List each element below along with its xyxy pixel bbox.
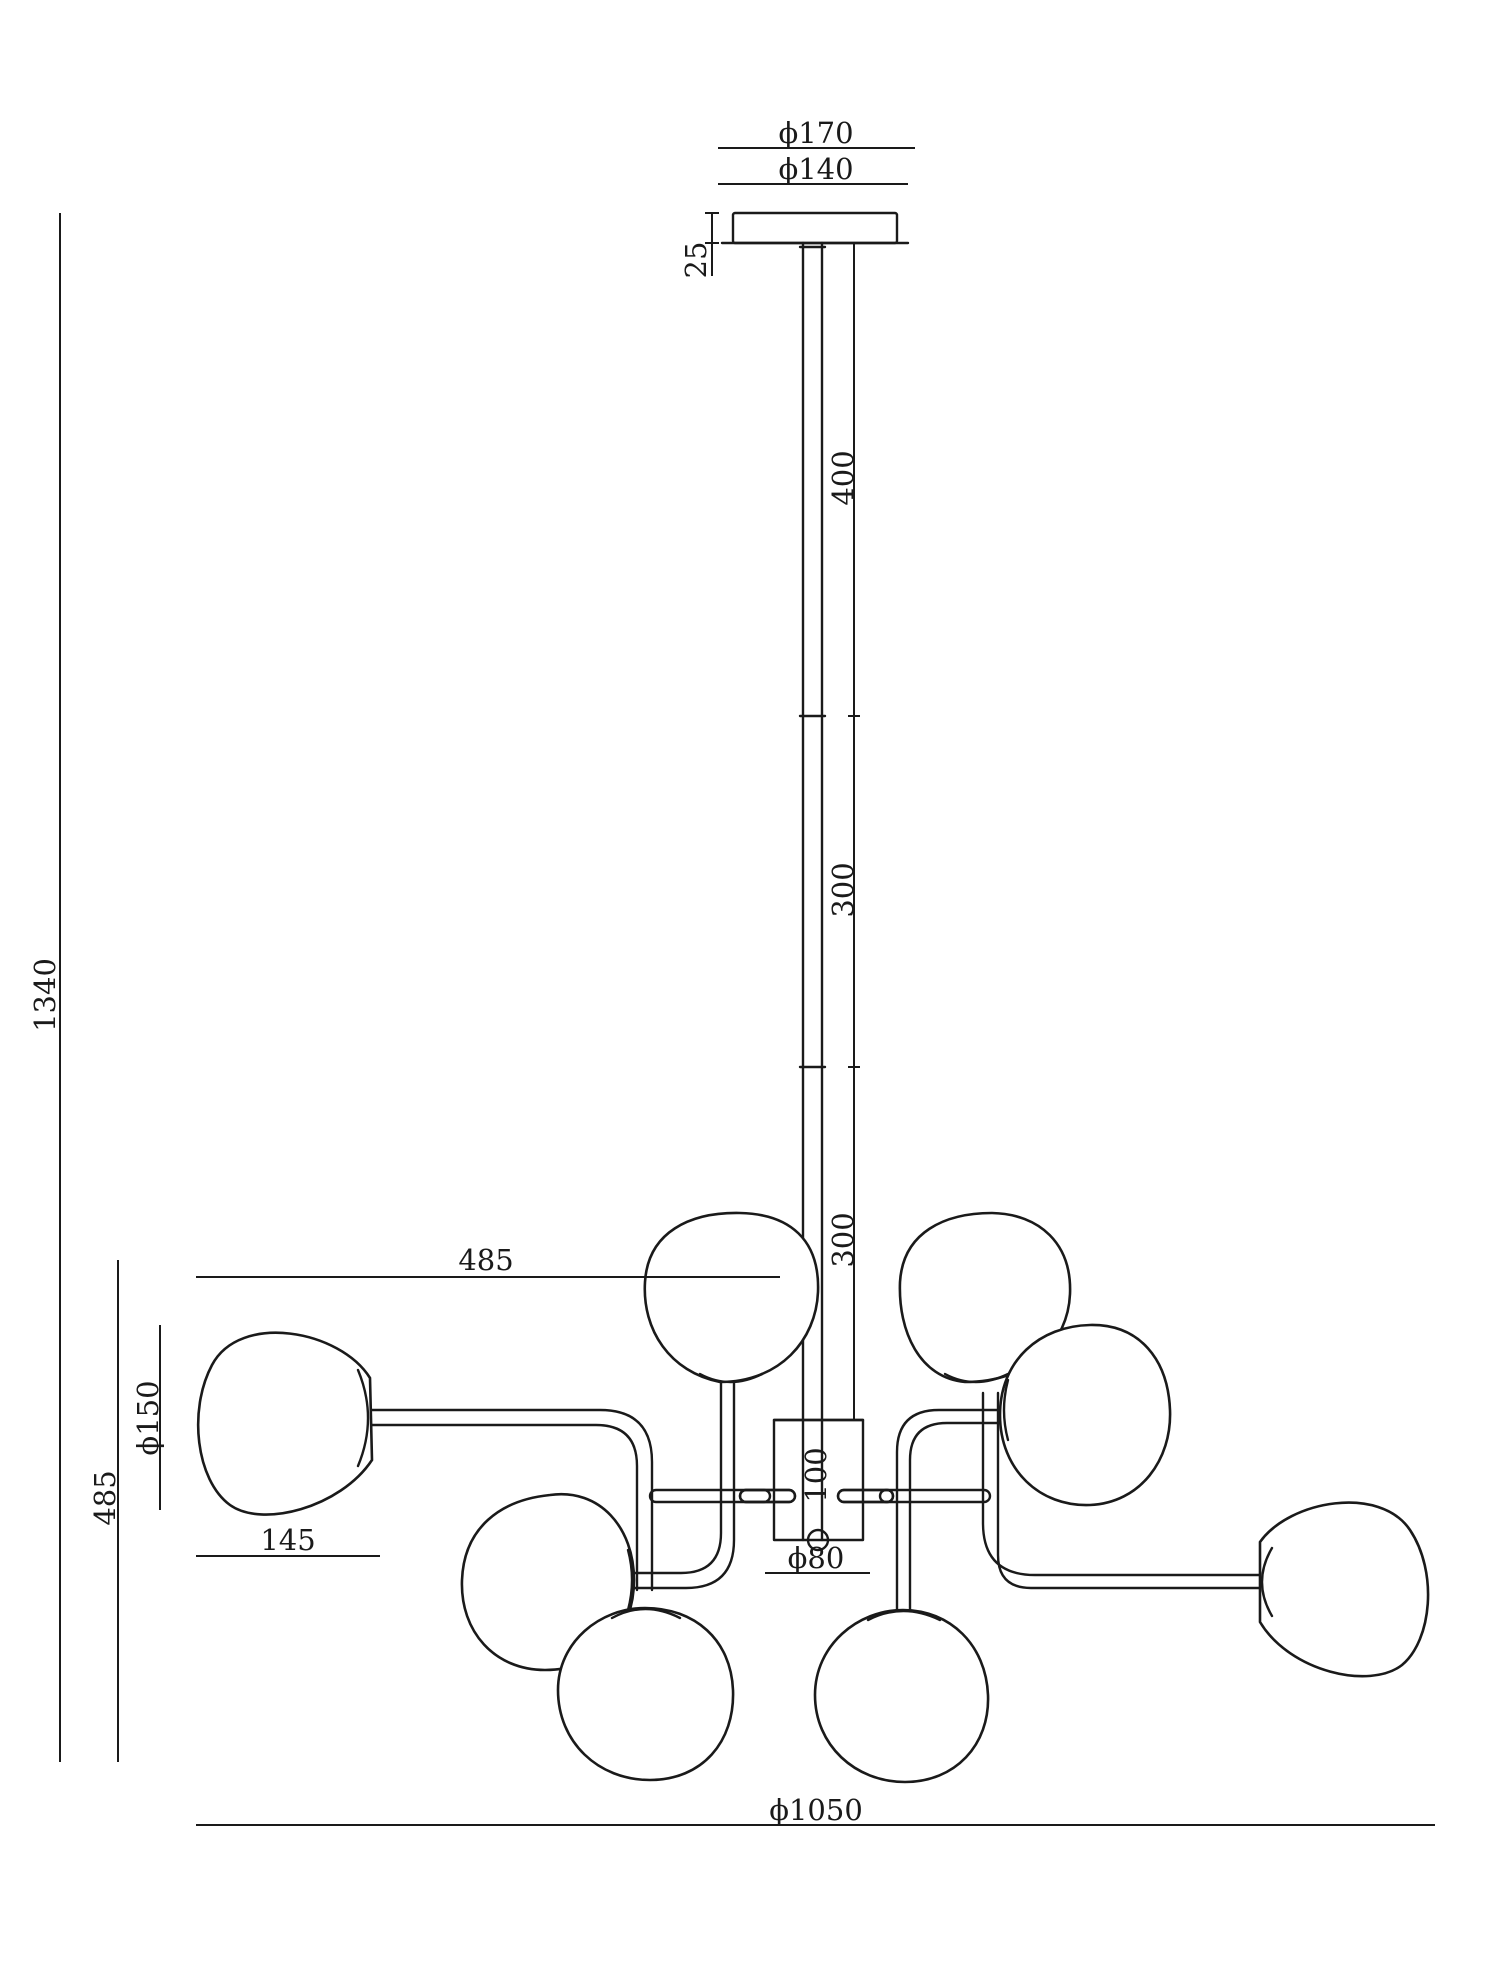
arm-reach-label: 485	[458, 1243, 513, 1277]
globe-top-center-left	[643, 1211, 820, 1384]
rod-lower-length-label: 300	[826, 1212, 860, 1267]
hub-height-label: 100	[799, 1447, 833, 1502]
overall-diameter-label: ϕ1050	[769, 1793, 863, 1827]
canopy-height-label: 25	[679, 242, 713, 279]
globe-far-right	[1258, 1501, 1430, 1678]
dimension-labels: ϕ170 ϕ140 25 400 300 300 1340 485 485 ϕ1…	[28, 116, 863, 1827]
globe-far-left	[196, 1331, 374, 1516]
glass-globes	[196, 1211, 1430, 1784]
canopy-inner-diameter-label: ϕ140	[778, 152, 853, 186]
rod-upper-length-label: 400	[826, 450, 860, 505]
globe-top-center-right	[898, 1211, 1072, 1384]
hub-diameter-label: ϕ80	[788, 1541, 845, 1575]
canopy-outer-diameter-label: ϕ170	[778, 116, 853, 150]
ceiling-canopy	[720, 211, 910, 245]
overall-height-label: 1340	[28, 958, 62, 1032]
fixture-height-label: 485	[88, 1470, 122, 1525]
rod-dimension-line	[848, 243, 860, 1420]
chandelier-arms	[368, 1380, 1262, 1612]
rod-middle-length-label: 300	[826, 862, 860, 917]
globe-bottom-right	[813, 1608, 990, 1784]
globe-bottom-left	[556, 1606, 735, 1782]
globe-diameter-label: ϕ150	[131, 1380, 165, 1455]
globe-right-upper	[998, 1323, 1172, 1507]
dimension-lines	[59, 147, 1435, 1826]
central-hub	[738, 1418, 895, 1552]
globe-depth-label: 145	[260, 1523, 315, 1557]
suspension-rod	[798, 241, 827, 1422]
